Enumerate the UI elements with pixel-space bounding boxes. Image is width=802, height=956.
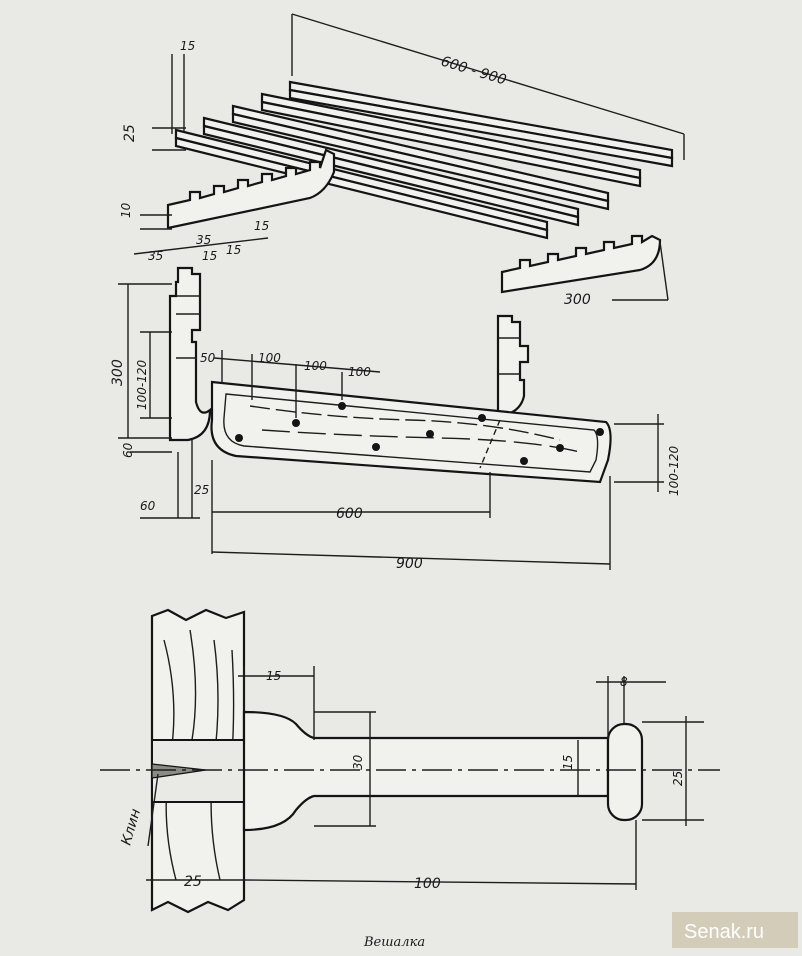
label-100c: 100 xyxy=(348,365,371,379)
label-100-120-left: 100-120 xyxy=(135,359,149,410)
label-15a: 15 xyxy=(202,249,217,263)
label-peg-100: 100 xyxy=(414,876,441,892)
dimension-lines-middle xyxy=(118,283,664,570)
right-bracket xyxy=(496,314,530,418)
label-peg-15: 15 xyxy=(266,669,281,683)
label-klin: Клин xyxy=(118,807,144,847)
shelf-slats xyxy=(174,80,674,240)
label-100b: 100 xyxy=(304,359,327,373)
peg-profile xyxy=(100,710,720,832)
label-15b: 15 xyxy=(226,243,241,257)
label-50: 50 xyxy=(200,351,216,365)
label-60b: 60 xyxy=(140,499,156,513)
watermark: Senak.ru xyxy=(684,921,764,943)
front-notched-bar xyxy=(166,148,336,230)
label-100-120-right: 100-120 xyxy=(667,445,681,496)
hanger-board xyxy=(210,380,612,484)
left-bracket xyxy=(168,266,212,442)
label-60a: 60 xyxy=(121,442,135,458)
dimension-lines-bottom xyxy=(146,666,704,890)
label-900: 900 xyxy=(396,556,423,572)
label-15c: 15 xyxy=(254,219,269,233)
label-300-left: 300 xyxy=(110,359,126,386)
caption: Вешалка xyxy=(363,935,425,950)
wall-section xyxy=(150,608,246,914)
label-peg-15b: 15 xyxy=(561,755,575,770)
label-25-left: 25 xyxy=(122,124,138,142)
dimension-lines-top xyxy=(133,13,685,301)
label-peg-30: 30 xyxy=(351,754,365,770)
label-300-right: 300 xyxy=(564,292,591,308)
label-25b: 25 xyxy=(194,483,209,497)
label-top-length: 600 - 900 xyxy=(439,54,508,89)
label-peg-25: 25 xyxy=(671,771,685,786)
label-35a: 35 xyxy=(148,249,163,263)
label-35b: 35 xyxy=(196,233,211,247)
label-100a: 100 xyxy=(258,351,281,365)
label-peg-8: 8 xyxy=(620,675,628,689)
watermark-box: Senak.ru xyxy=(672,912,798,948)
label-15-top: 15 xyxy=(180,39,195,53)
label-600: 600 xyxy=(336,506,363,522)
right-notched-bar xyxy=(500,234,662,294)
label-peg-25b: 25 xyxy=(184,874,202,890)
label-10: 10 xyxy=(119,202,133,218)
